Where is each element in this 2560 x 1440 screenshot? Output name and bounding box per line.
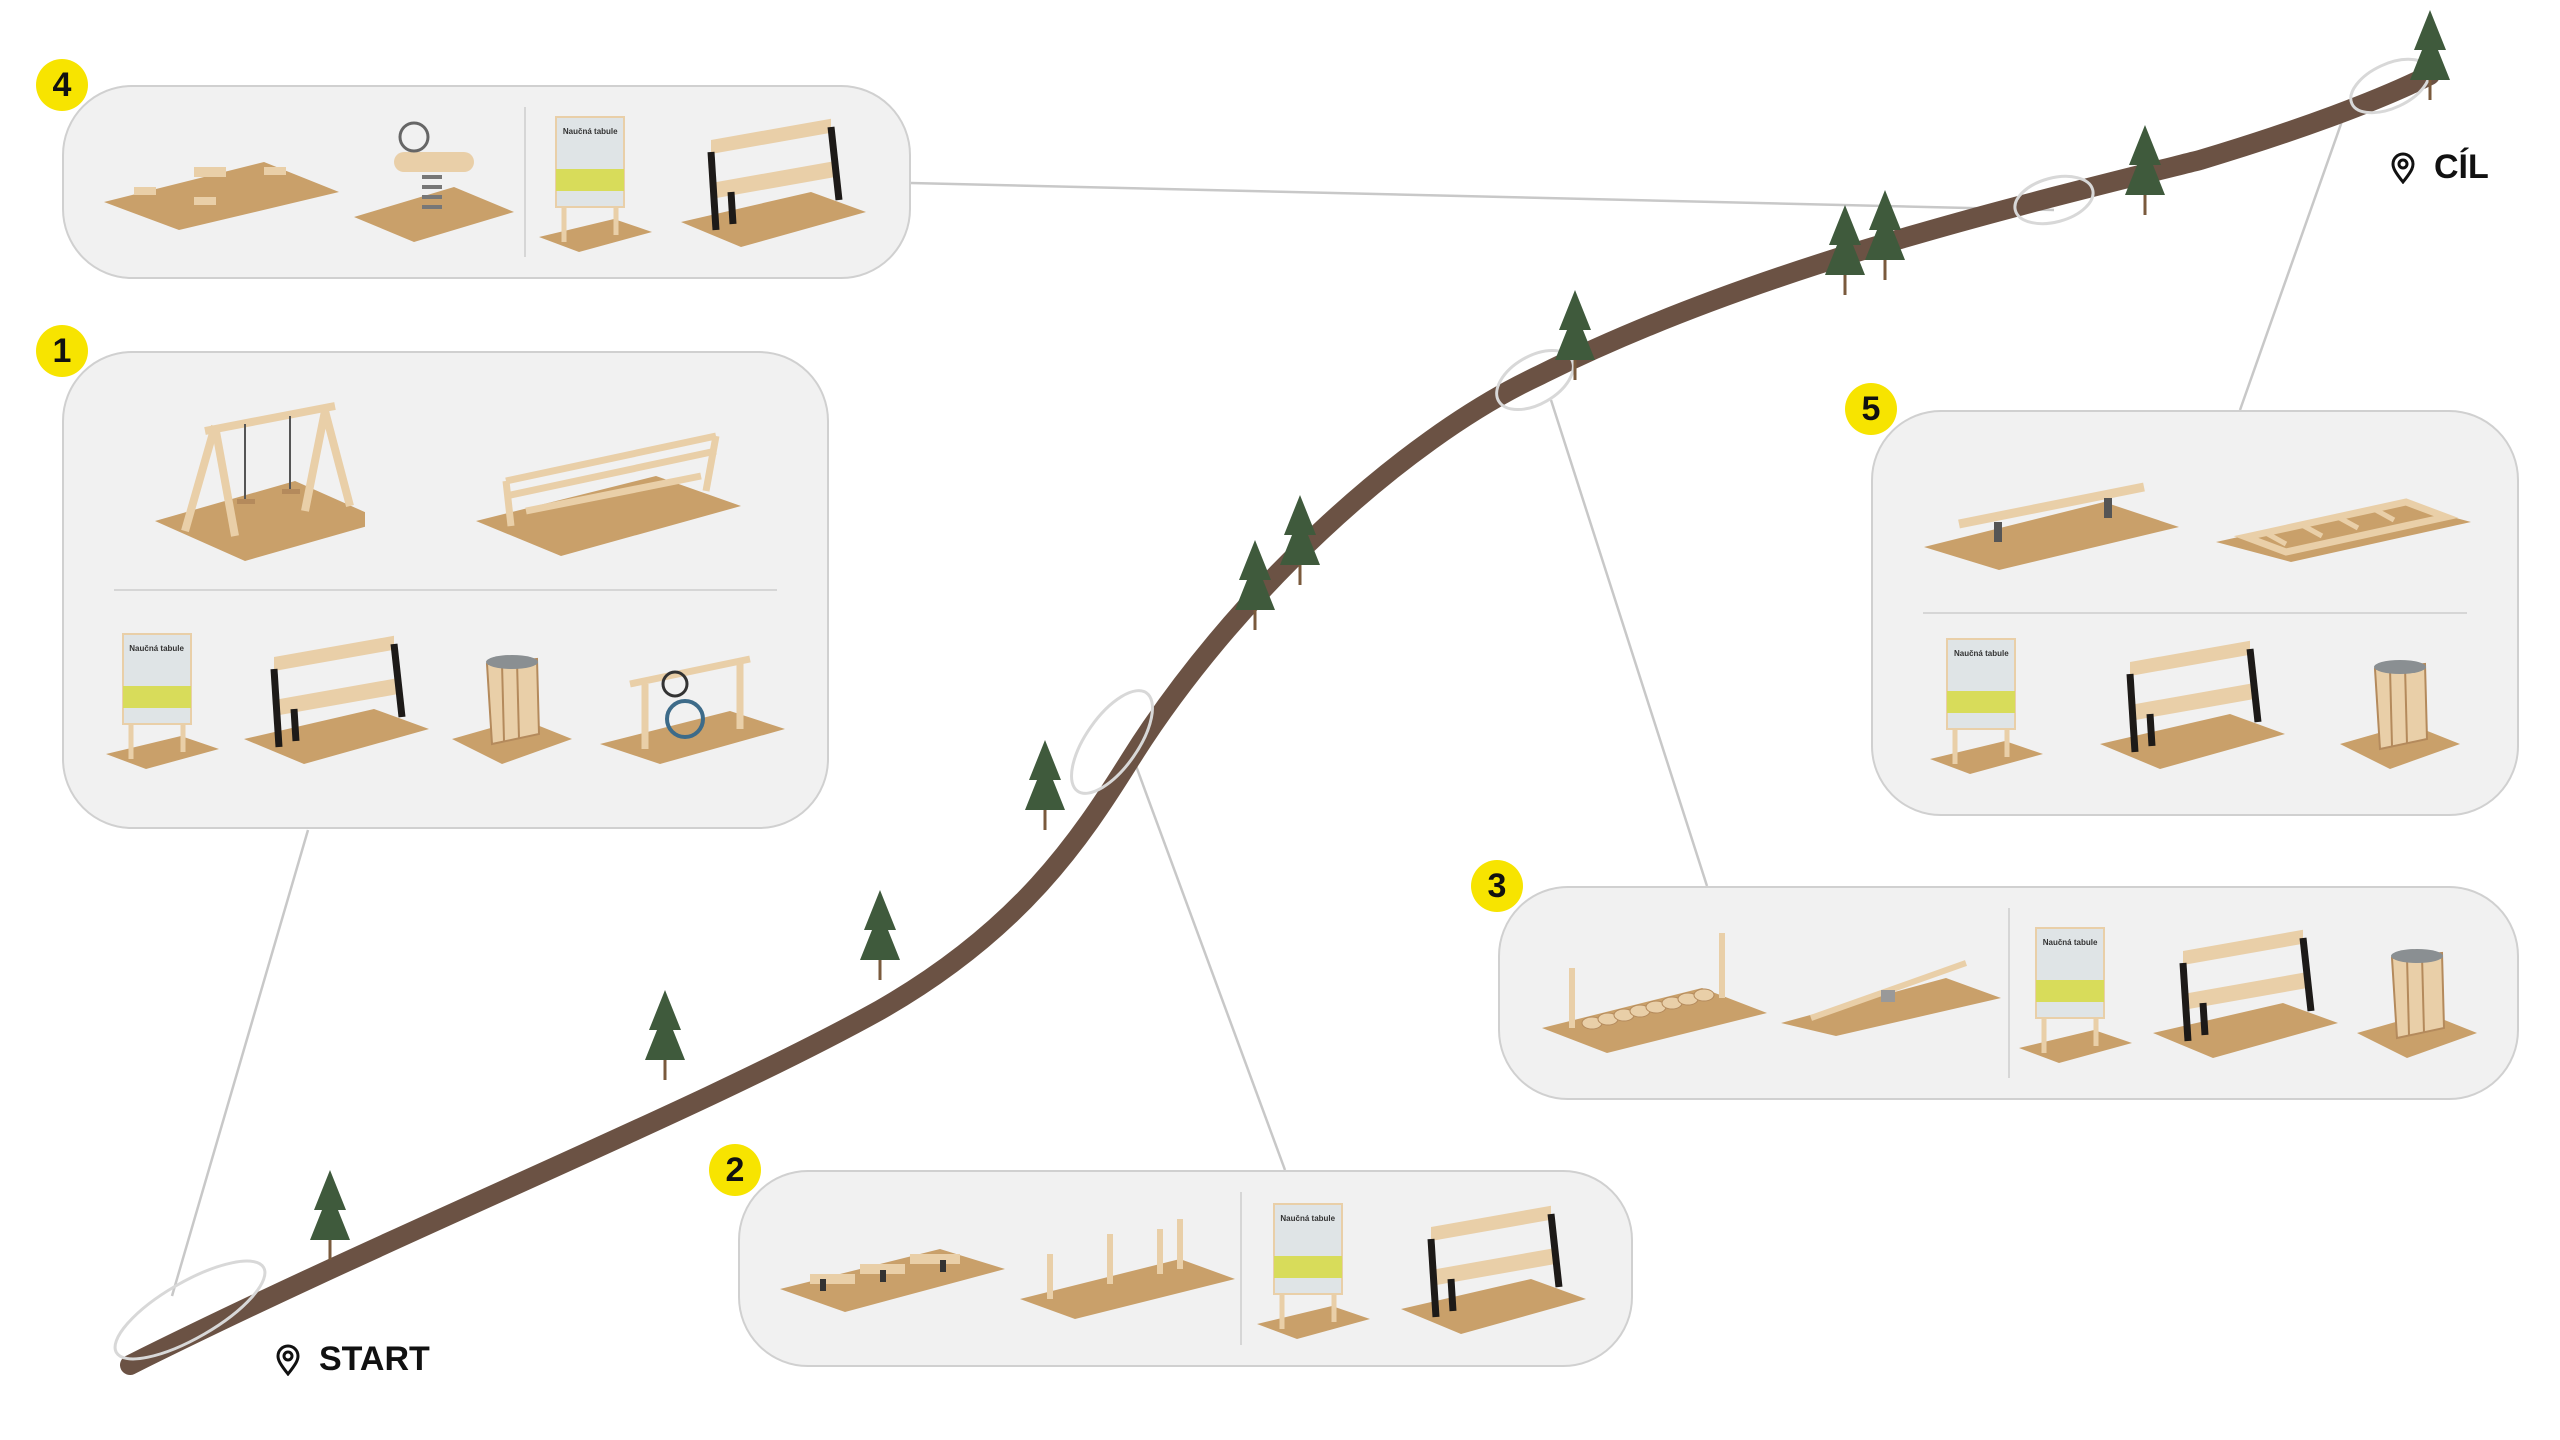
tree-icon [1025,740,1065,830]
balance-frame-icon [466,406,746,556]
start-label: START [275,1340,430,1379]
trash-bin-icon [2352,923,2482,1063]
sign-text: Naučná tabule [1280,1213,1336,1223]
leader-line-4 [910,181,2055,212]
info-sign-icon: Naučná tabule [1925,629,2045,779]
balance-beam-icon [1914,472,2184,572]
spring-rider-icon [344,117,524,247]
tree-icon [1235,540,1275,630]
bench-icon [671,112,871,252]
finish-text: CÍL [2434,148,2489,186]
station-marker-4[interactable] [2010,168,2099,231]
sign-text: Naučná tabule [1953,649,2009,658]
station-badge-4: 4 [36,59,88,111]
info-sign-icon: Naučná tabule [2014,918,2134,1068]
start-text: START [319,1340,430,1378]
bike-rack-icon [590,629,790,769]
ladder-frame-icon [2206,477,2476,567]
station-badge-5: 5 [1845,383,1897,435]
divider [524,107,526,257]
station-panel-5[interactable]: Naučná tabule [1871,410,2519,816]
trash-bin-icon [2335,634,2465,774]
divider [1240,1192,1242,1345]
tree-icon [310,1170,350,1260]
tree-icon [1865,190,1905,280]
equipment-group: Naučná tabule [1242,1194,1601,1344]
finish-label: CÍL [2390,148,2489,187]
equipment-row [94,373,797,589]
equipment-group [1530,928,2008,1058]
tree-icon [860,890,900,980]
equipment-group [94,117,524,247]
stepping-logs-icon [770,1224,1010,1314]
tree-icon [1280,495,1320,585]
station-panel-1[interactable]: Naučná tabule [62,351,829,829]
station-badge-3: 3 [1471,860,1523,912]
leader-line-1 [170,829,310,1297]
tree-icon [1825,205,1865,295]
location-pin-icon [2391,152,2415,184]
divider [1923,612,2467,614]
bench-icon [1391,1199,1591,1339]
bench-icon [234,629,434,769]
tree-icon [2410,10,2450,100]
sign-text: Naučná tabule [129,644,184,653]
divider [114,589,777,591]
bench-icon [2143,923,2343,1063]
info-sign-icon: Naučná tabule [101,624,221,774]
equipment-row: Naučná tabule [94,591,797,807]
station-panel-3[interactable]: Naučná tabule [1498,886,2519,1100]
log-bridge-icon [1532,928,1772,1058]
divider [2007,908,2010,1078]
equipment-row [1903,432,2487,612]
trash-bin-icon [447,629,577,769]
station-marker-2[interactable] [1056,678,1167,806]
bench-icon [2090,634,2290,774]
location-pin-icon [276,1344,300,1376]
picnic-set-icon [94,132,344,232]
station-badge-2: 2 [709,1144,761,1196]
leader-line-3 [1549,399,1709,887]
equipment-row: Naučná tabule [1903,614,2487,794]
sign-text: Naučná tabule [2042,938,2098,947]
tree-icon [645,990,685,1080]
leader-line-5 [2238,106,2349,411]
swing-icon [145,396,365,566]
leader-line-2 [1130,754,1287,1171]
equipment-group [770,1214,1240,1324]
equipment-group: Naučná tabule [2010,918,2488,1068]
seesaw-icon [1776,948,2006,1038]
info-sign-icon: Naučná tabule [534,107,654,257]
posts-icon [1010,1214,1240,1324]
station-badge-1: 1 [36,325,88,377]
info-sign-icon: Naučná tabule [1252,1194,1372,1344]
station-marker-1[interactable] [102,1243,277,1376]
tree-icon [2125,125,2165,215]
sign-text: Naučná tabule [562,127,618,136]
tree-icon [1555,290,1595,380]
station-panel-2[interactable]: Naučná tabule [738,1170,1633,1367]
equipment-group: Naučná tabule [526,107,879,257]
station-panel-4[interactable]: Naučná tabule [62,85,911,279]
